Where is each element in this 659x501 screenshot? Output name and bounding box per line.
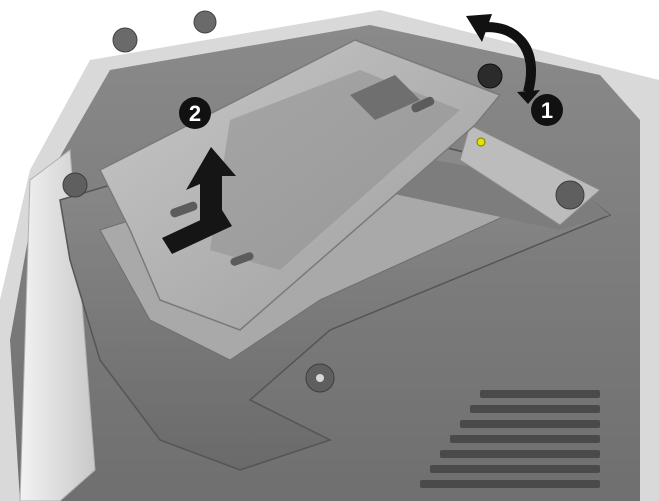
screws [62, 10, 585, 393]
bracket-slot-1 [411, 96, 435, 113]
vent-grille [420, 390, 600, 488]
screw-top-left [112, 27, 138, 53]
release-knob [477, 63, 503, 89]
screw-bottom-dot [316, 374, 324, 382]
screw-right [555, 180, 585, 210]
mounting-bracket [98, 39, 502, 331]
bracket-slot-2 [170, 201, 198, 218]
svg-text:1: 1 [541, 98, 553, 123]
screw-left [62, 172, 88, 198]
up-arrow-icon [162, 147, 236, 254]
highlighted-screw [476, 137, 486, 147]
step-marker-1: 1 [531, 94, 563, 126]
step-marker-2: 2 [179, 97, 211, 129]
screw-top-center [193, 10, 217, 34]
svg-text:2: 2 [189, 101, 201, 126]
bracket-slot-3 [230, 252, 254, 266]
curved-rotate-arrow-icon [466, 14, 540, 104]
